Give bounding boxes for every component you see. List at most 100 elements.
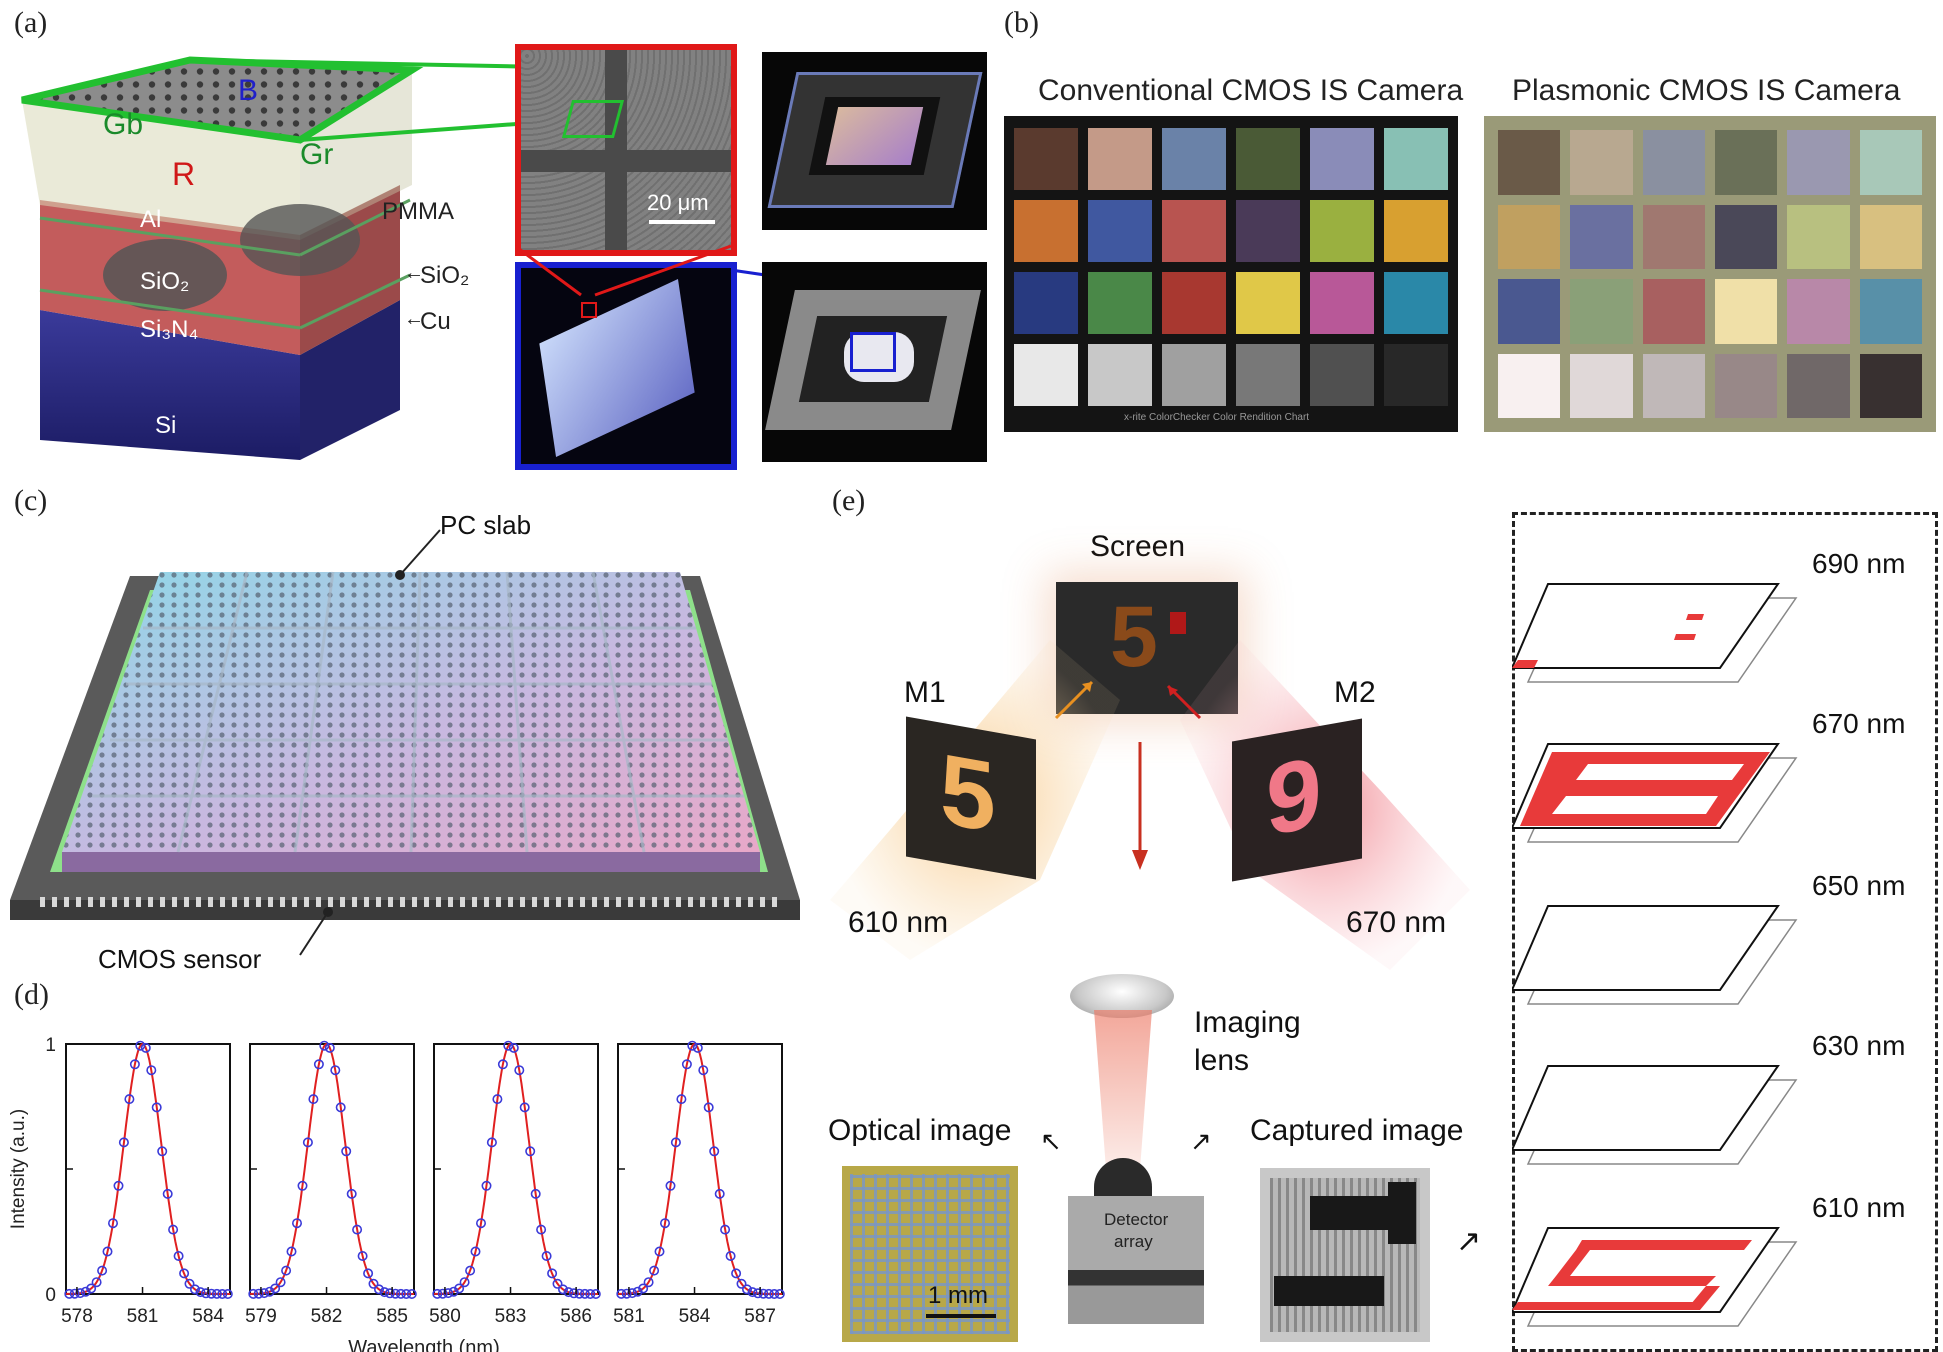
data-point: [443, 1288, 454, 1299]
data-point: [508, 1042, 519, 1053]
pixel-label-gr: Gr: [300, 138, 334, 171]
data-point: [80, 1286, 91, 1297]
m1-digit: 5: [940, 732, 996, 855]
pixel-disc-left: [103, 239, 227, 311]
conventional-swatch: [1088, 344, 1152, 406]
data-point: [687, 1040, 698, 1051]
data-point: [709, 1146, 720, 1157]
detector-label-1: Detector: [1104, 1210, 1169, 1229]
conventional-swatch: [1384, 344, 1448, 406]
data-point: [373, 1284, 384, 1295]
subplot-frame: [617, 1043, 783, 1295]
conventional-swatch: [1162, 200, 1226, 262]
panel-label-b: (b): [1004, 6, 1039, 39]
data-point: [168, 1224, 179, 1235]
fit-curve: [66, 1042, 230, 1295]
data-point: [406, 1288, 417, 1299]
conventional-swatch: [1088, 272, 1152, 334]
data-point: [769, 1288, 780, 1299]
plasmonic-swatch: [1859, 279, 1922, 344]
data-point: [552, 1278, 563, 1289]
pmma-layer: [22, 100, 300, 240]
plane-pattern: [1686, 614, 1704, 620]
data-point: [720, 1224, 731, 1235]
data-point: [162, 1188, 173, 1199]
data-point: [621, 1288, 632, 1299]
data-point: [113, 1180, 124, 1191]
optical-scale-bar-label: 1 mm: [928, 1282, 988, 1309]
plasmonic-swatch: [1715, 353, 1778, 418]
data-point: [319, 1040, 330, 1051]
data-point: [281, 1265, 292, 1276]
arrow-to-captured: ↗: [1190, 1126, 1212, 1156]
captured-image-label: Captured image: [1250, 1114, 1464, 1147]
pixel-array-photo: [515, 262, 737, 470]
conventional-swatch: [1310, 344, 1374, 406]
plasmonic-swatch: [1715, 204, 1778, 269]
data-point: [725, 1251, 736, 1262]
pixel-label-r: R: [172, 156, 196, 192]
plasmonic-swatch: [1859, 204, 1922, 269]
conventional-swatch: [1384, 128, 1448, 190]
conventional-swatch: [1014, 128, 1078, 190]
data-point: [200, 1288, 211, 1299]
data-point: [470, 1246, 481, 1257]
conventional-swatch: [1014, 272, 1078, 334]
pixel-label-b: B: [238, 74, 259, 107]
stack-label-670: 670 nm: [1812, 708, 1906, 739]
plasmonic-colorchecker: [1484, 116, 1936, 432]
wavelength-stack: [1512, 583, 1798, 1327]
layer-label-si: Si: [155, 412, 177, 439]
screen-label: Screen: [1090, 530, 1186, 563]
fit-curve: [618, 1042, 782, 1295]
data-point: [703, 1102, 714, 1113]
data-point: [157, 1146, 168, 1157]
plasmonic-swatch: [1570, 204, 1633, 269]
conventional-swatch: [1014, 200, 1078, 262]
conventional-swatch: [1236, 128, 1300, 190]
data-point: [503, 1040, 514, 1051]
data-point: [108, 1218, 119, 1229]
layer-label-sio2-left: SiO₂: [140, 268, 190, 295]
data-point: [557, 1284, 568, 1295]
conventional-swatch: [1384, 200, 1448, 262]
plasmonic-swatch: [1642, 204, 1705, 269]
plasmonic-swatch: [1570, 279, 1633, 344]
conventional-swatch: [1236, 272, 1300, 334]
data-point: [86, 1283, 97, 1294]
plane-pattern: [1576, 764, 1744, 780]
data-point: [341, 1146, 352, 1157]
data-point: [437, 1288, 448, 1299]
plane-pattern: [1674, 634, 1696, 640]
data-point: [270, 1283, 281, 1294]
data-point: [217, 1288, 228, 1299]
data-point: [698, 1065, 709, 1076]
arrow-sio2: ←: [404, 262, 424, 284]
wavelength-plane: [1512, 1065, 1780, 1151]
wavelength-plane: [1512, 905, 1780, 991]
data-point: [536, 1224, 547, 1235]
conventional-swatch: [1310, 272, 1374, 334]
data-point: [432, 1288, 443, 1299]
subplot-frame: [249, 1043, 415, 1295]
plasmonic-swatch: [1787, 204, 1850, 269]
plasmonic-camera-title: Plasmonic CMOS IS Camera: [1512, 74, 1901, 107]
data-point: [184, 1278, 195, 1289]
wavelength-stack-box: [1512, 512, 1938, 1352]
colorchecker-caption: x-rite ColorChecker Color Rendition Char…: [1124, 412, 1310, 423]
data-point: [519, 1102, 530, 1113]
plane-pattern: [1552, 796, 1718, 814]
data-point: [275, 1277, 286, 1288]
data-point: [291, 1218, 302, 1229]
y-tick-label: 0: [45, 1285, 56, 1306]
conventional-swatch: [1310, 200, 1374, 262]
data-point: [758, 1288, 769, 1299]
stack-label-630: 630 nm: [1812, 1030, 1906, 1061]
data-point: [654, 1246, 665, 1257]
data-point: [590, 1288, 601, 1299]
data-point: [286, 1246, 297, 1257]
data-point: [384, 1288, 395, 1299]
conventional-swatch: [1384, 272, 1448, 334]
data-point: [563, 1287, 574, 1298]
